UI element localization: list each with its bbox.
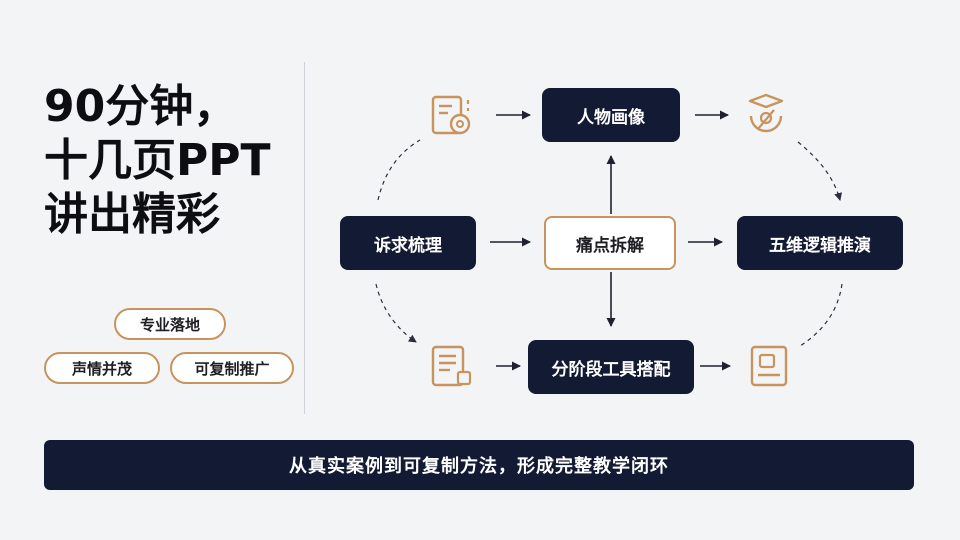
dashed-curve-bottom-right (799, 283, 843, 347)
tag-professional: 专业落地 (114, 308, 226, 340)
node-appeal: 诉求梳理 (340, 216, 476, 270)
headline-line-2: 十几页PPT (44, 135, 271, 186)
tag-expressive: 声情并茂 (44, 352, 160, 384)
tag-replicable: 可复制推广 (170, 352, 294, 384)
bottom-banner-text: 从真实案例到可复制方法，形成完整教学闭环 (289, 456, 669, 477)
vertical-divider (304, 62, 305, 414)
bottom-banner: 从真实案例到可复制方法，形成完整教学闭环 (44, 440, 914, 490)
node-logic: 五维逻辑推演 (737, 216, 903, 270)
headline: 90分钟， 十几页PPT 讲出精彩 (44, 80, 294, 242)
dashed-curve-bottom-left (375, 283, 417, 343)
dashed-curve-top-left (377, 139, 421, 201)
node-portrait: 人物画像 (542, 88, 680, 142)
graduation-target-icon (748, 93, 784, 133)
document-checklist-icon (431, 345, 472, 387)
dashed-curve-top-right (797, 141, 843, 201)
data-analysis-icon (431, 95, 471, 135)
headline-line-3: 讲出精彩 (44, 189, 220, 240)
headline-line-1: 90分钟， (44, 81, 238, 132)
toolkit-document-icon (750, 345, 788, 387)
node-pain: 痛点拆解 (544, 216, 676, 270)
node-tools: 分阶段工具搭配 (528, 340, 694, 394)
